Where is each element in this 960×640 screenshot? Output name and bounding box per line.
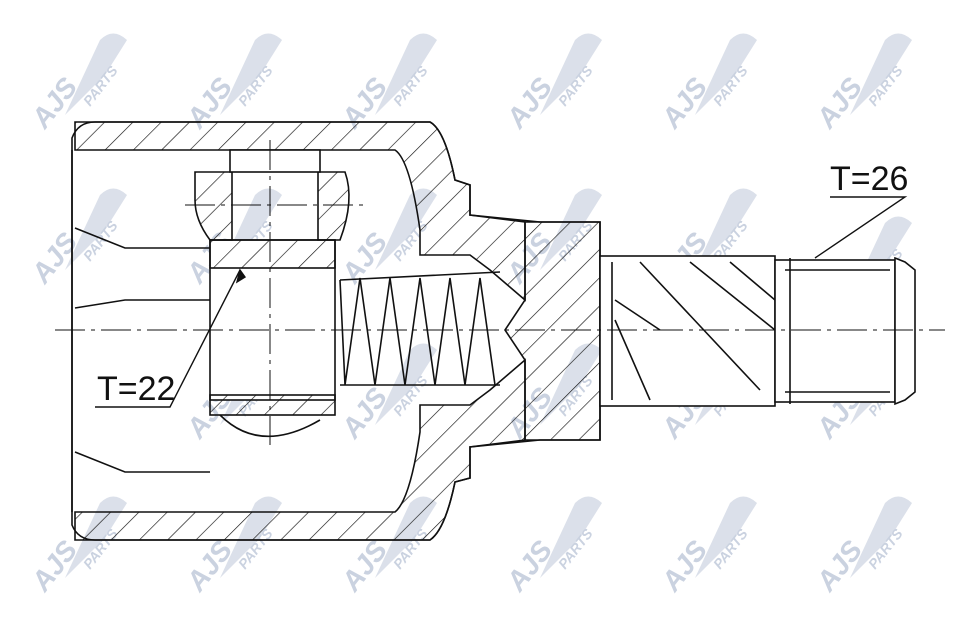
watermark-swoosh-icon [65,188,127,270]
label-inner-spline: T=22 [97,370,175,408]
watermark-swoosh-icon [375,33,437,115]
center-lines [55,140,945,445]
watermark-swoosh-icon [695,496,757,578]
watermark-swoosh-icon [65,33,127,115]
label-outer-spline: T=26 [830,160,908,198]
spring [339,271,501,386]
watermark-swoosh-icon [850,33,912,115]
outer-housing [71,121,601,541]
watermark-swoosh-icon [540,33,602,115]
output-shaft [599,255,916,407]
watermark-swoosh-icon [695,33,757,115]
watermark-swoosh-icon [850,496,912,578]
watermark-swoosh-icon [220,33,282,115]
watermark-swoosh-icon [540,496,602,578]
leader-lines [95,196,908,408]
tripod-roller [194,149,350,438]
watermark-swoosh-icon [695,188,757,270]
